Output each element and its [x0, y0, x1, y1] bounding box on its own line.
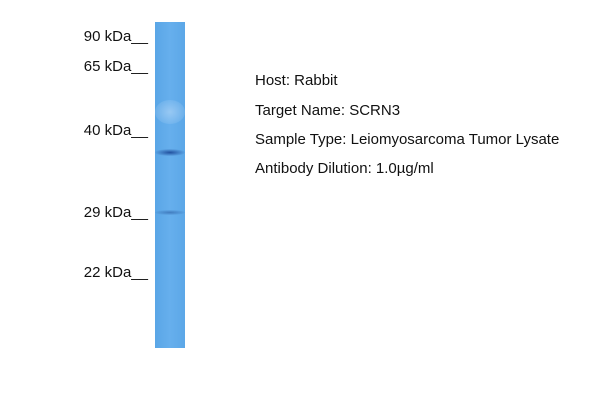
marker-29: 29 kDa__	[83, 204, 148, 221]
blot-lane	[155, 22, 185, 348]
sample-text: Sample Type: Leiomyosarcoma Tumor Lysate	[255, 131, 560, 148]
halo-smudge	[155, 100, 185, 124]
marker-65: 65 kDa__	[83, 58, 148, 75]
host-text: Host: Rabbit	[255, 72, 338, 89]
band-main	[155, 149, 185, 156]
dilution-text: Antibody Dilution: 1.0µg/ml	[255, 160, 434, 177]
band-secondary	[155, 210, 185, 215]
target-text: Target Name: SCRN3	[255, 102, 401, 119]
marker-40: 40 kDa__	[83, 122, 148, 139]
marker-90: 90 kDa__	[83, 28, 148, 45]
marker-22: 22 kDa__	[83, 264, 148, 281]
